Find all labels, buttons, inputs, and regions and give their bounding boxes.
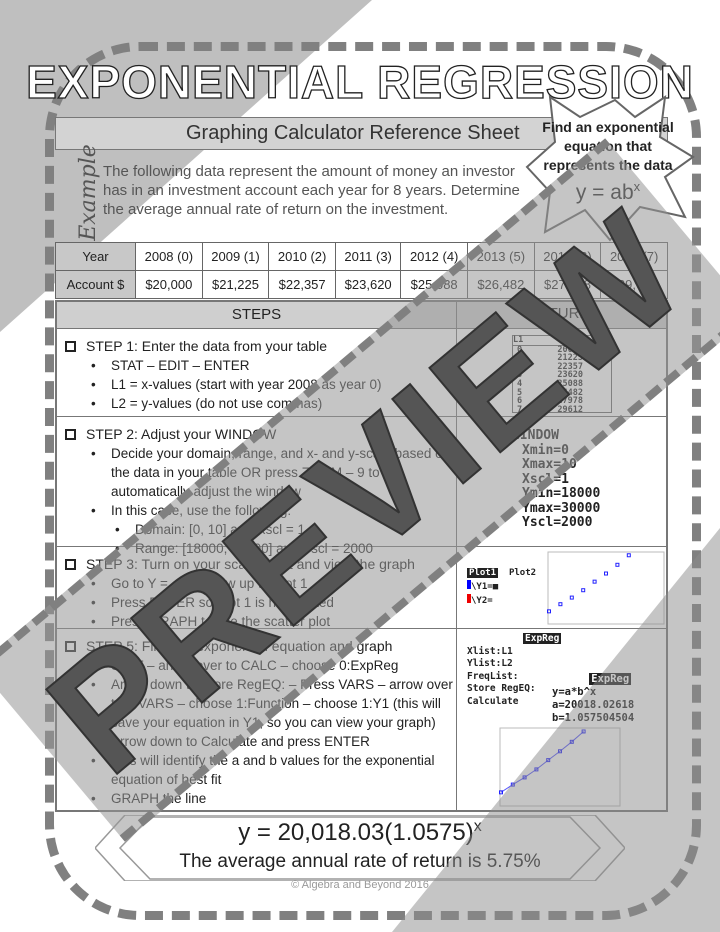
answer-equation: y = 20,018.03(1.0575)x xyxy=(238,818,482,846)
year-cell: 2011 (3) xyxy=(334,242,402,271)
step-bullet: This will identify the a and b values fo… xyxy=(91,751,456,789)
step-title: STEP 5: Find the exponential equation an… xyxy=(86,638,393,654)
scatter-plot xyxy=(547,551,665,625)
checkbox[interactable] xyxy=(65,429,76,440)
problem-text: The following data represent the amount … xyxy=(103,163,520,218)
year-cell: 2016 (7) xyxy=(600,242,668,271)
year-cell: 2010 (2) xyxy=(268,242,336,271)
row-label: Year xyxy=(55,242,136,271)
step-bullet: STAT – EDIT – ENTER xyxy=(91,356,456,375)
step-bullet: Go to Y =, and arrow up to Plot 1 xyxy=(91,574,456,593)
steps-table: STEPS PICTURES STEP 1: Enter the data fr… xyxy=(55,300,668,812)
year-cell: 2015 (6) xyxy=(533,242,602,271)
checkbox[interactable] xyxy=(65,641,76,652)
copyright: © Algebra and Beyond 2016 xyxy=(291,879,429,891)
callout-text: Find an exponential equation that repres… xyxy=(538,118,678,204)
step-bullet: Decide your domain, range, and x- and y-… xyxy=(91,444,456,501)
y-editor-screen: Plot1 Plot2 \Y1=■ \Y2= xyxy=(467,568,537,606)
example-label: Example xyxy=(75,144,101,241)
pictures-header: PICTURES xyxy=(523,305,600,322)
step-bullet: Arrow down to Calculate and press ENTER xyxy=(91,732,456,751)
year-cell: 2013 (5) xyxy=(467,242,535,271)
plot-frame xyxy=(547,551,665,625)
step-bullet: GRAPH the line xyxy=(91,789,456,808)
amount-row: Account $$20,000$21,225$22,357$23,620$25… xyxy=(55,270,668,299)
step-title: STEP 3: Turn on your scatter plot and vi… xyxy=(86,556,415,572)
step-bullet: In this case, use the following: xyxy=(91,501,456,520)
steps-header: STEPS xyxy=(57,302,457,328)
regression-plot xyxy=(499,727,621,807)
amount-cell: $21,225 xyxy=(201,270,270,299)
amount-cell: $29,612 xyxy=(600,270,668,299)
step-bullet: STAT – arrow over to CALC – choose 0:Exp… xyxy=(91,656,456,675)
step-bullet: Press ENTER so Plot 1 is highlighted xyxy=(91,593,456,612)
plot-frame xyxy=(499,727,621,807)
subtitle: Graphing Calculator Reference Sheet xyxy=(186,122,520,144)
amount-cell: $20,000 xyxy=(135,270,203,299)
steps-header-row: STEPS PICTURES xyxy=(57,302,666,329)
step-1-row: STEP 1: Enter the data from your table S… xyxy=(57,329,666,417)
step-bullet: Arrow down to Store RegEQ: – Press VARS … xyxy=(91,675,456,732)
step-bullet: L1 = x-values (start with year 2008 as y… xyxy=(91,375,456,394)
list-header: L1 xyxy=(513,335,524,345)
year-cell: 2008 (0) xyxy=(135,242,203,271)
year-cell: 2009 (1) xyxy=(201,242,270,271)
amount-cell: $22,357 xyxy=(268,270,336,299)
callout-message: Find an exponential equation that repres… xyxy=(542,119,674,173)
amount-cell: $26,482 xyxy=(467,270,535,299)
step-title: STEP 2: Adjust your WINDOW xyxy=(86,426,277,442)
amount-cell: $25,088 xyxy=(400,270,468,299)
answer-rate: The average annual rate of return is 5.7… xyxy=(179,851,541,872)
amount-cell: $27,978 xyxy=(533,270,602,299)
step-3-row: STEP 3: Turn on your scatter plot and vi… xyxy=(57,547,666,631)
checkbox[interactable] xyxy=(65,341,76,352)
step-title: STEP 1: Enter the data from your table xyxy=(86,338,327,354)
step-bullet: L2 = y-values (do not use commas) xyxy=(91,394,456,413)
row-label: Account $ xyxy=(55,270,136,299)
callout-equation: y = abx xyxy=(575,179,641,204)
checkbox[interactable] xyxy=(65,559,76,570)
step-5-row: STEP 5: Find the exponential equation an… xyxy=(57,629,666,810)
year-cell: 2012 (4) xyxy=(400,242,468,271)
step-sub-bullet: Domain: [0, 10] and Xscl = 1 xyxy=(115,520,456,539)
amount-cell: $23,620 xyxy=(334,270,402,299)
step-2-row: STEP 2: Adjust your WINDOW Decide your d… xyxy=(57,417,666,558)
page-title: EXPONENTIAL REGRESSION xyxy=(25,55,694,108)
